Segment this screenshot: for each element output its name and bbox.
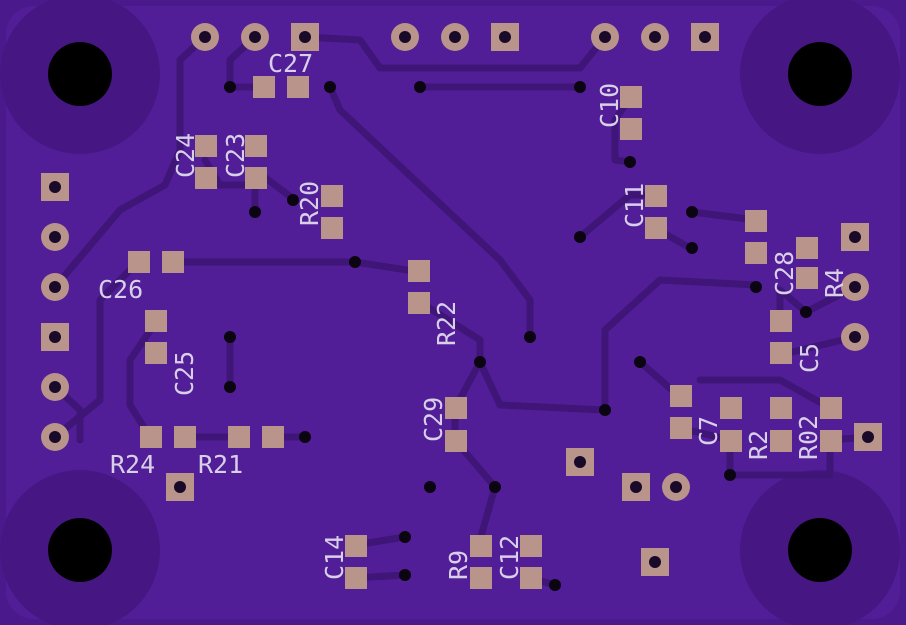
label-R22: R22 [432, 301, 461, 346]
mounting-hole [788, 518, 852, 582]
label-C29: C29 [419, 397, 448, 442]
label-C28: C28 [770, 251, 799, 296]
mounting-hole [48, 42, 112, 106]
mounting-hole [788, 42, 852, 106]
label-R20: R20 [295, 181, 324, 226]
through-hole-pads [41, 23, 882, 576]
label-C25: C25 [170, 351, 199, 396]
label-C12: C12 [495, 535, 524, 580]
label-R4: R4 [820, 268, 849, 298]
label-C5: C5 [795, 343, 824, 373]
copper-pour [6, 6, 900, 619]
vias [224, 81, 812, 591]
label-C10: C10 [595, 83, 624, 128]
label-C24: C24 [171, 133, 200, 178]
silkscreen: C27 C24 C23 R20 C10 C11 C28 R4 C26 R22 C… [98, 49, 849, 580]
label-R24: R24 [110, 450, 155, 479]
label-R9: R9 [444, 550, 473, 580]
mounting-hole [48, 518, 112, 582]
label-C23: C23 [221, 133, 250, 178]
label-C26: C26 [98, 275, 143, 304]
label-C7: C7 [694, 416, 723, 446]
mounting-holes [48, 42, 852, 582]
label-C14: C14 [320, 535, 349, 580]
label-R02: R02 [794, 415, 823, 460]
label-C11: C11 [620, 183, 649, 228]
label-R2: R2 [744, 430, 773, 460]
label-C27: C27 [268, 49, 313, 78]
smd-pads [128, 76, 842, 589]
label-R21: R21 [198, 450, 243, 479]
